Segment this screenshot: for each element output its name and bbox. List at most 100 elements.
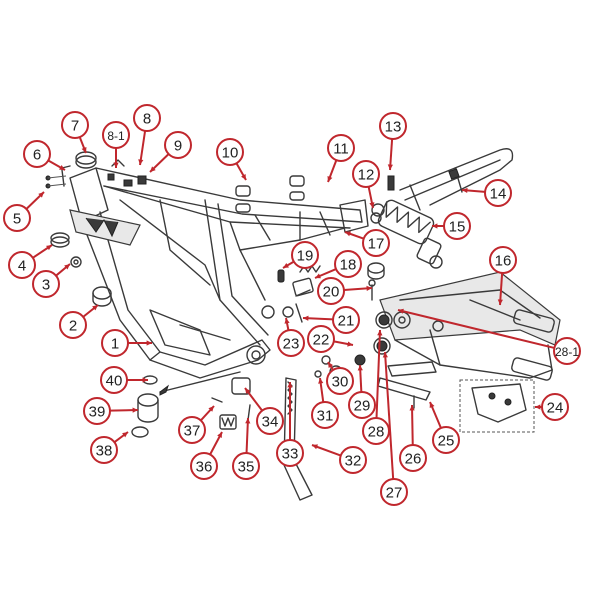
leader-arrow-40 — [142, 377, 148, 383]
leader-lines — [25, 130, 555, 480]
leader-arrow-29 — [357, 365, 363, 371]
callout-23: 23 — [277, 329, 305, 357]
callout-number: 8-1 — [107, 129, 125, 143]
callout-number: 15 — [449, 219, 466, 236]
leader-arrow-37 — [208, 406, 214, 412]
callout-15: 15 — [443, 212, 471, 240]
callout-circle — [8, 251, 36, 279]
callout-39: 39 — [83, 397, 111, 425]
leader-arrow-34 — [245, 388, 251, 394]
callout-circle — [232, 452, 260, 480]
leader-arrow-19 — [283, 263, 289, 268]
callout-circle — [59, 311, 87, 339]
callout-circle — [362, 417, 390, 445]
callout-circle — [100, 366, 128, 394]
callout-number: 4 — [18, 258, 26, 275]
callout-26: 26 — [399, 444, 427, 472]
callout-number: 2 — [69, 318, 77, 335]
callout-number: 1 — [111, 336, 119, 353]
callout-circle — [326, 367, 354, 395]
leader-arrow-20 — [366, 285, 372, 291]
callout-25: 25 — [432, 426, 460, 454]
callout-circle — [178, 416, 206, 444]
leader-arrow-11 — [327, 176, 333, 182]
leader-line-26 — [411, 404, 414, 446]
callout-circle — [332, 306, 360, 334]
callout-27: 27 — [380, 478, 408, 506]
callout-number: 19 — [297, 248, 314, 265]
callout-circle — [339, 446, 367, 474]
callout-number: 30 — [332, 374, 349, 391]
callout-19: 19 — [291, 241, 319, 269]
callout-number: 21 — [338, 313, 355, 330]
callout-20: 20 — [317, 277, 345, 305]
callout-30: 30 — [326, 367, 354, 395]
engine-mount — [131, 371, 241, 438]
leader-arrow-25 — [429, 402, 435, 408]
leader-arrow-26 — [409, 405, 415, 411]
callout-circle — [101, 329, 129, 357]
callout-number: 36 — [196, 459, 213, 476]
leader-arrow-27 — [382, 352, 388, 358]
callout-number: 6 — [33, 147, 41, 164]
callout-number: 40 — [106, 373, 123, 390]
callout-number: 12 — [358, 167, 375, 184]
callout-number: 25 — [438, 433, 455, 450]
callout-1: 1 — [101, 329, 129, 357]
callout-13: 13 — [379, 112, 407, 140]
callout-34: 34 — [256, 407, 284, 435]
leader-arrow-22 — [347, 341, 353, 347]
leader-arrow-31 — [318, 378, 324, 384]
side-stand — [211, 377, 313, 501]
callout-2: 2 — [59, 311, 87, 339]
callout-circle — [190, 452, 218, 480]
callout-circle — [276, 439, 304, 467]
callout-number: 5 — [13, 211, 21, 228]
leader-arrow-33 — [287, 382, 293, 388]
callout-number: 13 — [385, 119, 402, 136]
leader-arrow-21 — [303, 315, 309, 321]
callout-circle — [3, 204, 31, 232]
callout-circle — [23, 140, 51, 168]
callout-9: 9 — [164, 131, 192, 159]
leader-arrow-8 — [138, 159, 144, 165]
callout-circle — [32, 270, 60, 298]
leader-arrow-6 — [59, 165, 65, 170]
callout-circle — [379, 112, 407, 140]
leader-arrow-24 — [535, 404, 541, 410]
leader-arrow-4 — [46, 245, 52, 251]
callout-number: 28-1 — [555, 345, 579, 359]
callout-number: 23 — [283, 336, 300, 353]
leader-arrow-23 — [284, 318, 290, 324]
callout-14: 14 — [484, 179, 512, 207]
leader-arrow-9 — [150, 166, 156, 172]
leader-arrow-35 — [245, 418, 251, 424]
leader-arrow-18 — [315, 273, 321, 279]
callout-3: 3 — [32, 270, 60, 298]
callout-circle — [133, 104, 161, 132]
leader-arrow-8-1 — [113, 162, 119, 168]
leader-line-8 — [139, 130, 147, 166]
leader-arrow-17 — [345, 231, 351, 237]
main-frame — [69, 167, 369, 379]
callout-38: 38 — [90, 436, 118, 464]
callout-number: 27 — [386, 485, 403, 502]
callout-32: 32 — [339, 446, 367, 474]
callout-number: 3 — [42, 277, 50, 294]
callout-22: 22 — [307, 325, 335, 353]
callout-number: 20 — [323, 284, 340, 301]
callout-10: 10 — [216, 138, 244, 166]
callout-number: 17 — [368, 236, 385, 253]
callout-7: 7 — [61, 111, 89, 139]
leader-arrow-28-1 — [398, 308, 404, 314]
callout-number: 35 — [238, 459, 255, 476]
callout-circle — [256, 407, 284, 435]
rear-shock — [370, 175, 443, 269]
steering-head-parts — [45, 151, 147, 307]
callout-circle — [484, 179, 512, 207]
callout-18: 18 — [334, 250, 362, 278]
callout-31: 31 — [311, 401, 339, 429]
